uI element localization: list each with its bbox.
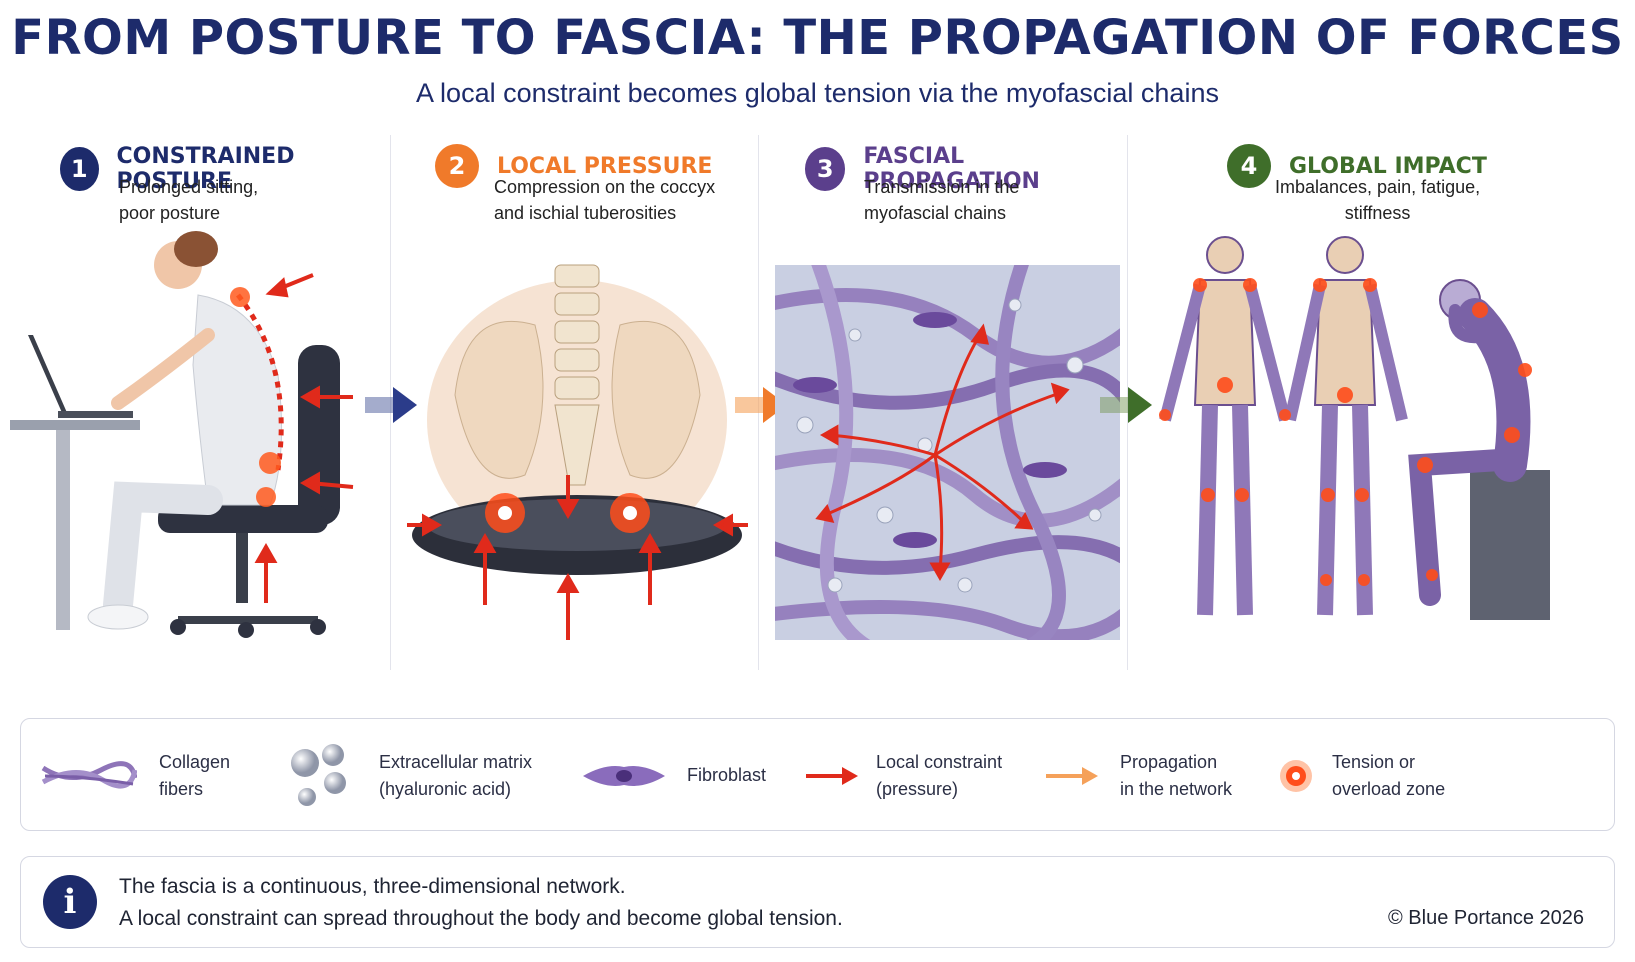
info-icon: i: [43, 875, 97, 929]
flow-arrow-icon: [1100, 387, 1152, 423]
step-desc-line: stiffness: [1344, 203, 1411, 223]
tension-zone-icon: [1280, 759, 1312, 792]
step-description: Transmission in the myofascial chains: [864, 174, 1019, 226]
legend-item-propagation: Propagation in the network: [1044, 719, 1232, 832]
info-box: i The fascia is a continuous, three-dime…: [20, 856, 1615, 948]
step-desc-line: Imbalances, pain, fatigue,: [1275, 177, 1481, 197]
panel-constrained-posture: 1 CONSTRAINED POSTURE Prolonged sitting,…: [60, 130, 380, 675]
step-description: Compression on the coccyx and ischial tu…: [494, 174, 715, 226]
info-text: The fascia is a continuous, three-dimens…: [119, 871, 843, 935]
fibroblast-icon: [583, 765, 665, 786]
step-desc-line: Prolonged sitting,: [119, 177, 259, 197]
pelvis-pressure-illustration: [407, 264, 748, 640]
step-desc-line: poor posture: [119, 203, 221, 223]
info-line: A local constraint can spread throughout…: [119, 907, 843, 930]
legend-item-constraint: Local constraint (pressure): [804, 719, 1002, 832]
step-header: 1 CONSTRAINED POSTURE: [60, 144, 380, 194]
legend-label: Tension or overload zone: [1332, 751, 1446, 799]
step-header: 4 GLOBAL IMPACT: [1227, 144, 1487, 188]
red-arrow-icon: [806, 766, 858, 785]
step-description: Prolonged sitting, poor posture: [119, 174, 258, 226]
orange-arrow-icon: [1046, 766, 1098, 785]
step-desc-line: Compression on the coccyx: [494, 177, 716, 197]
step-header: 3 FASCIAL PROPAGATION: [805, 144, 1125, 194]
legend-item-collagen: Collagen fibers: [41, 719, 230, 832]
page-title: FROM POSTURE TO FASCIA: THE PROPAGATION …: [11, 10, 1624, 66]
step-desc-line: myofascial chains: [864, 203, 1007, 223]
step-desc-line: Transmission in the: [864, 177, 1020, 197]
legend-label: Extracellular matrix (hyaluronic acid): [379, 751, 533, 799]
flow-arrow-icon: [365, 387, 417, 423]
step-header: 2 LOCAL PRESSURE: [435, 144, 712, 188]
step-description: Imbalances, pain, fatigue, stiffness: [1275, 174, 1480, 226]
step-number-badge: 2: [435, 144, 479, 188]
page-subtitle: A local constraint becomes global tensio…: [416, 78, 1219, 108]
matrix-bubbles-icon: [291, 743, 346, 806]
legend-label: Local constraint (pressure): [876, 751, 1003, 799]
legend-label: Fibroblast: [687, 765, 767, 785]
step-number-badge: 4: [1227, 144, 1271, 188]
copyright: © Blue Portance 2026: [1388, 907, 1584, 929]
step-title: LOCAL PRESSURE: [497, 153, 713, 179]
panel-global-impact: 4 GLOBAL IMPACT Imbalances, pain, fatigu…: [1227, 130, 1587, 675]
panel-local-pressure: 2 LOCAL PRESSURE Compression on the cocc…: [435, 130, 755, 675]
info-line: The fascia is a continuous, three-dimens…: [119, 875, 626, 898]
legend-item-matrix: Extracellular matrix (hyaluronic acid): [283, 719, 532, 832]
collagen-fibers-icon: [41, 760, 137, 789]
seated-person-illustration: [10, 231, 354, 638]
step-number-badge: 1: [60, 147, 99, 191]
legend-label: Collagen fibers: [159, 751, 231, 799]
panel-fascial-propagation: 3 FASCIAL PROPAGATION Transmission in th…: [805, 130, 1125, 675]
legend-item-tension-zone: Tension or overload zone: [1276, 719, 1445, 832]
legend-item-fibroblast: Fibroblast: [581, 719, 766, 832]
legend-label: Propagation in the network: [1120, 751, 1233, 799]
step-desc-line: and ischial tuberosities: [494, 203, 677, 223]
step-number-badge: 3: [805, 147, 846, 191]
legend-box: Collagen fibers Extracellular matrix (hy…: [20, 718, 1615, 831]
fascia-network-illustration: [775, 265, 1120, 640]
body-chains-illustration: [1159, 236, 1550, 620]
step-title: FASCIAL PROPAGATION: [863, 144, 1040, 194]
step-title: GLOBAL IMPACT: [1289, 153, 1487, 179]
step-title: CONSTRAINED POSTURE: [116, 144, 295, 194]
